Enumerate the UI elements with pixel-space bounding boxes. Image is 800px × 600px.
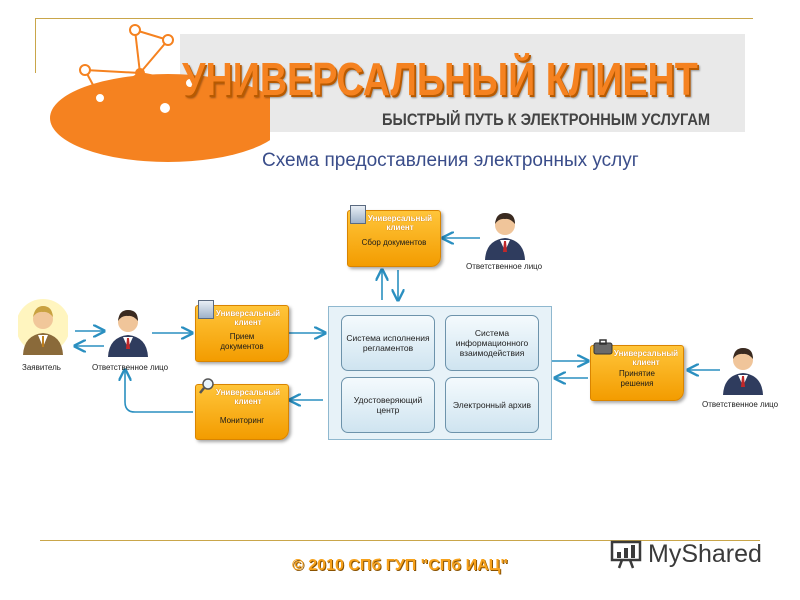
system-interaction: Система информационного взаимодействия <box>445 315 539 371</box>
card-label: Мониторинг <box>200 416 284 426</box>
applicant-icon <box>18 295 68 357</box>
card-header: Универсальный клиент <box>613 349 679 367</box>
card-header: Универсальный клиент <box>212 388 284 406</box>
system-archive: Электронный архив <box>445 377 539 433</box>
card-label: Сбор документов <box>352 238 436 248</box>
watermark: MyShared <box>648 540 762 569</box>
card-decision: Универсальный клиент Принятие решения <box>590 345 684 401</box>
officer-top-label: Ответственное лицо <box>466 262 542 271</box>
card-label: Прием документов <box>212 332 272 352</box>
card-header: Универсальный клиент <box>212 309 284 327</box>
system-cert-center: Удостоверяющий центр <box>341 377 435 433</box>
card-monitoring: Универсальный клиент Мониторинг <box>195 384 289 440</box>
card-reception: Универсальный клиент Прием документов <box>195 305 289 362</box>
applicant-label: Заявитель <box>22 363 61 372</box>
officer-top-icon <box>482 205 528 261</box>
briefcase-icon <box>593 339 613 355</box>
chart-logo-icon <box>610 540 644 570</box>
officer-right-icon <box>720 340 766 396</box>
officer-right-label: Ответственное лицо <box>702 400 778 409</box>
system-regulations: Система исполнения регламентов <box>341 315 435 371</box>
card-header: Универсальный клиент <box>364 214 436 232</box>
systems-panel: Система исполнения регламентов Система и… <box>328 306 552 440</box>
card-label: Принятие решения <box>613 369 661 389</box>
officer-left-label: Ответственное лицо <box>92 363 168 372</box>
officer-left-icon <box>105 302 151 358</box>
arrow-monitoring-officer <box>125 370 193 412</box>
card-collect-documents: Универсальный клиент Сбор документов <box>347 210 441 267</box>
